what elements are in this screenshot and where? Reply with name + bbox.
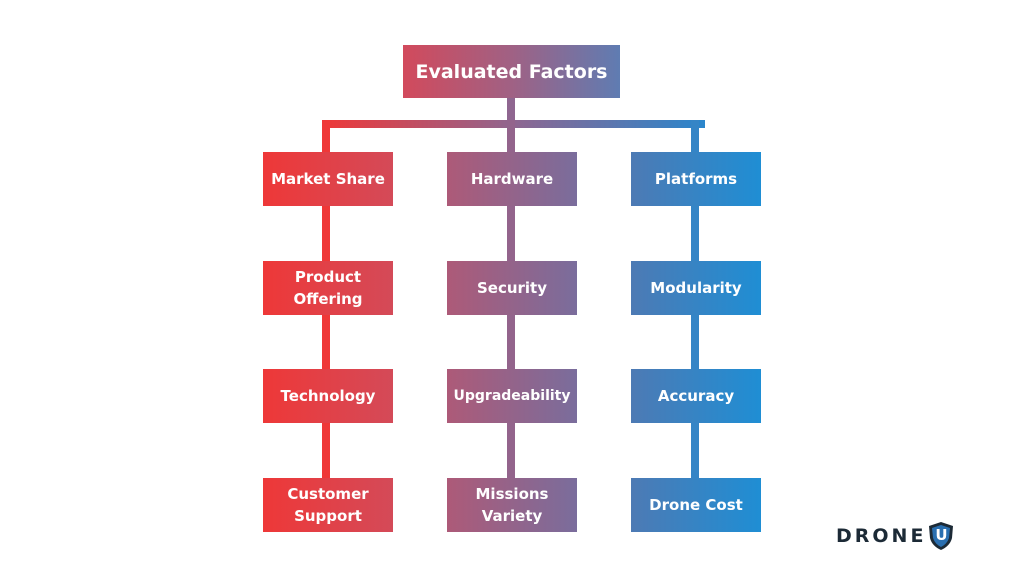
node-hardware: Hardware (447, 152, 577, 206)
node-security: Security (447, 261, 577, 315)
node-product-offering: Product Offering (263, 261, 393, 315)
node-platforms: Platforms (631, 152, 761, 206)
connector-root (507, 98, 515, 126)
shield-icon: U (928, 521, 954, 551)
node-market-share: Market Share (263, 152, 393, 206)
logo-text: DRONE (836, 525, 927, 547)
node-technology: Technology (263, 369, 393, 423)
node-drone-cost: Drone Cost (631, 478, 761, 532)
node-upgradeability: Upgradeability (447, 369, 577, 423)
drone-u-logo: DRONE U (836, 521, 954, 551)
root-node: Evaluated Factors (403, 45, 620, 98)
logo-badge-letter: U (935, 526, 948, 544)
node-accuracy: Accuracy (631, 369, 761, 423)
node-customer-support: Customer Support (263, 478, 393, 532)
node-missions-variety: Missions Variety (447, 478, 577, 532)
node-modularity: Modularity (631, 261, 761, 315)
